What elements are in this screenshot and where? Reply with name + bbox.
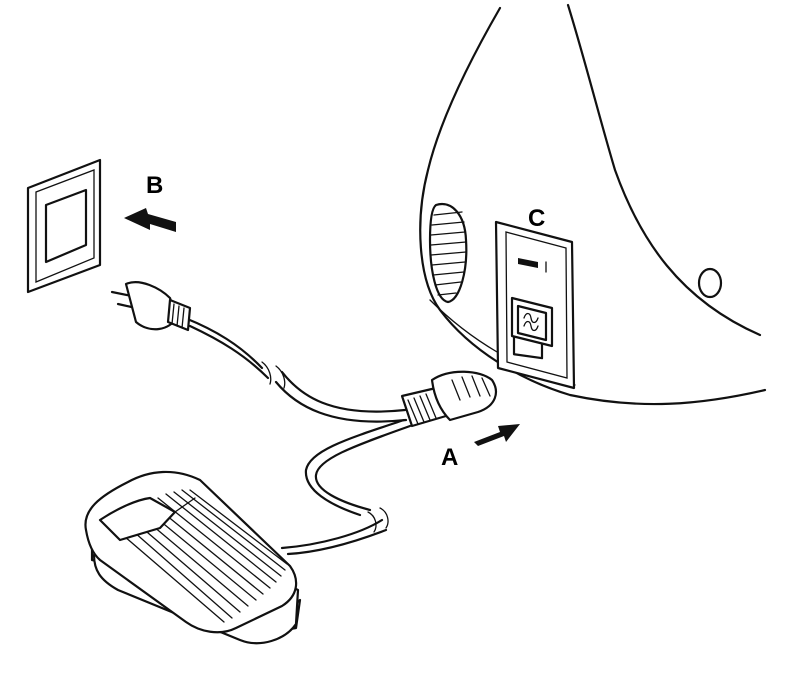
machine-connector xyxy=(400,370,497,428)
label-b: B xyxy=(146,172,163,199)
vent-grille xyxy=(428,202,468,304)
body-hole xyxy=(697,267,723,299)
foot-controller xyxy=(84,470,302,645)
controller-cord xyxy=(280,418,412,556)
arrow-left-icon xyxy=(124,208,176,232)
label-c: C xyxy=(528,205,545,232)
label-a: A xyxy=(441,444,458,471)
power-socket xyxy=(510,296,554,348)
power-panel xyxy=(494,220,576,390)
arrow-right-icon xyxy=(474,424,520,446)
power-cord xyxy=(183,316,408,423)
wall-outlet xyxy=(26,158,102,294)
sewing-machine xyxy=(419,3,767,406)
power-plug xyxy=(110,281,192,332)
